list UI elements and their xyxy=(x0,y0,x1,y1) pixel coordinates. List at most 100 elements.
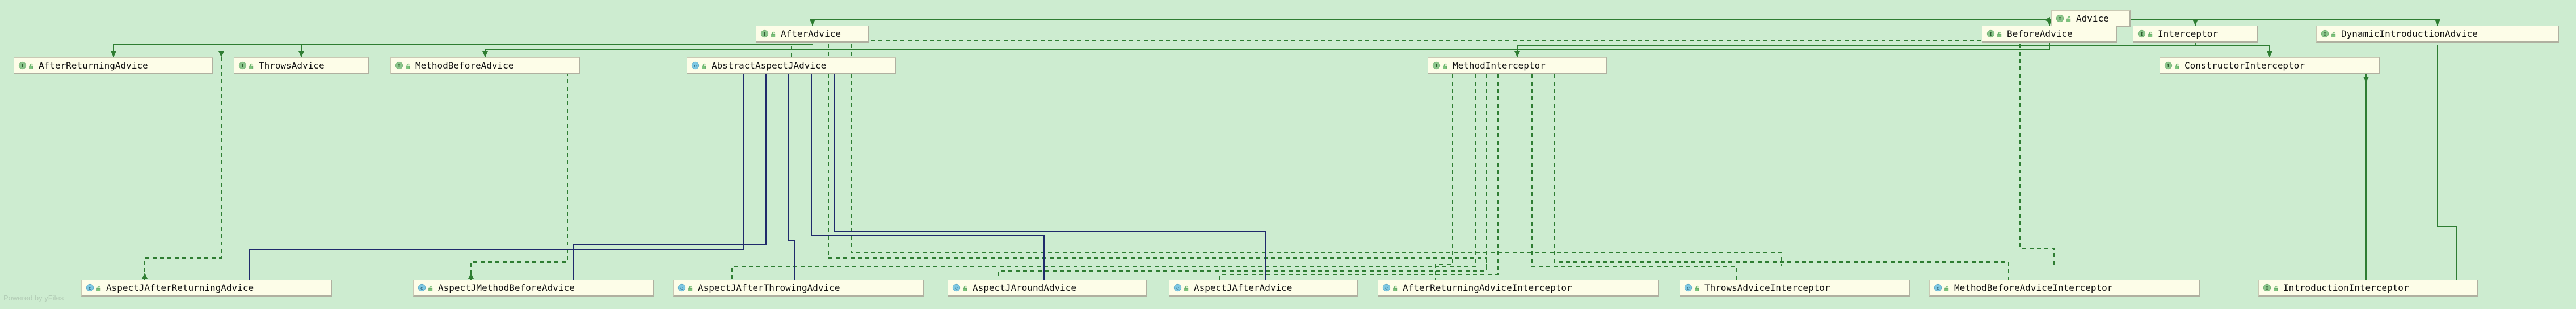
unlock-icon xyxy=(95,284,103,291)
unlock-icon xyxy=(2330,30,2338,37)
svg-text:c: c xyxy=(1687,286,1690,291)
svg-text:I: I xyxy=(1436,64,1438,69)
node-label: ThrowsAdvice xyxy=(259,60,325,71)
interface-icon: I xyxy=(1432,61,1441,70)
svg-text:c: c xyxy=(680,286,683,291)
unlock-icon xyxy=(962,284,969,291)
node-beforeAdvice[interactable]: I BeforeAdvice xyxy=(1982,26,2117,43)
class-icon: c xyxy=(1684,283,1693,292)
svg-text:I: I xyxy=(2266,286,2268,291)
svg-text:I: I xyxy=(1990,32,1992,37)
node-label: AfterReturningAdviceInterceptor xyxy=(1403,282,1572,293)
node-label: MethodBeforeAdvice xyxy=(415,60,514,71)
unlock-icon xyxy=(1996,30,2003,37)
node-afterReturningAdvice[interactable]: I AfterReturningAdvice xyxy=(14,57,213,74)
node-label: DynamicIntroductionAdvice xyxy=(2341,28,2478,39)
unlock-icon xyxy=(1943,284,1951,291)
node-label: AspectJAfterAdvice xyxy=(1194,282,1293,293)
svg-text:I: I xyxy=(22,64,24,69)
bottom-arrowheads xyxy=(2363,77,2369,83)
watermark: Powered by yFiles xyxy=(3,294,64,302)
node-label: MethodBeforeAdviceInterceptor xyxy=(1954,282,2113,293)
node-label: AspectJMethodBeforeAdvice xyxy=(438,282,575,293)
class-icon: c xyxy=(86,283,94,292)
node-aspectJAfterReturningAdvice[interactable]: c AspectJAfterReturningAdvice xyxy=(81,280,332,297)
class-icon: c xyxy=(1173,283,1182,292)
node-aspectJAroundAdvice[interactable]: c AspectJAroundAdvice xyxy=(948,280,1147,297)
svg-text:c: c xyxy=(955,286,958,291)
svg-text:I: I xyxy=(242,64,244,69)
interface-icon: I xyxy=(2056,14,2064,23)
node-dynamicIntroductionAdvice[interactable]: I DynamicIntroductionAdvice xyxy=(2316,26,2559,43)
unlock-icon xyxy=(2272,284,2280,291)
node-introductionInterceptor[interactable]: I IntroductionInterceptor xyxy=(2258,280,2478,297)
node-constructorInterceptor[interactable]: I ConstructorInterceptor xyxy=(2160,57,2380,74)
node-abstractAspectJAdvice[interactable]: c AbstractAspectJAdvice xyxy=(687,57,896,74)
node-label: AfterAdvice xyxy=(781,28,841,39)
svg-text:I: I xyxy=(764,32,766,37)
svg-text:I: I xyxy=(2141,32,2143,37)
node-afterAdvice[interactable]: I AfterAdvice xyxy=(756,26,869,43)
node-afterReturningAdviceInterceptor[interactable]: c AfterReturningAdviceInterceptor xyxy=(1378,280,1659,297)
unlock-icon xyxy=(687,284,694,291)
node-label: AbstractAspectJAdvice xyxy=(712,60,827,71)
interface-icon: I xyxy=(760,29,769,38)
node-interceptor[interactable]: I Interceptor xyxy=(2133,26,2258,43)
unlock-icon xyxy=(405,62,412,69)
svg-text:c: c xyxy=(420,286,423,291)
node-label: AfterReturningAdvice xyxy=(39,60,148,71)
interface-icon: I xyxy=(2137,29,2146,38)
extends-interface-bottom xyxy=(2365,45,2457,280)
node-methodBeforeAdvice[interactable]: I MethodBeforeAdvice xyxy=(390,57,580,74)
node-label: AspectJAroundAdvice xyxy=(973,282,1077,293)
unlock-icon xyxy=(2147,30,2154,37)
node-advice[interactable]: I Advice xyxy=(2051,10,2131,27)
interface-icon: I xyxy=(238,61,247,70)
arrowheads-row3 xyxy=(111,51,2272,57)
unlock-icon xyxy=(770,30,777,37)
interface-icon: I xyxy=(395,61,403,70)
class-icon: c xyxy=(677,283,686,292)
arrowheads-advice xyxy=(810,19,2440,26)
node-label: AspectJAfterThrowingAdvice xyxy=(698,282,840,293)
interface-icon: I xyxy=(1986,29,1995,38)
node-aspectJAfterThrowingAdvice[interactable]: c AspectJAfterThrowingAdvice xyxy=(673,280,924,297)
unlock-icon xyxy=(28,62,35,69)
svg-text:c: c xyxy=(1385,286,1388,291)
class-icon: c xyxy=(691,61,700,70)
unlock-icon xyxy=(701,62,708,69)
node-methodBeforeAdviceInterceptor[interactable]: c MethodBeforeAdviceInterceptor xyxy=(1929,280,2200,297)
node-aspectJAfterAdvice[interactable]: c AspectJAfterAdvice xyxy=(1169,280,1358,297)
interface-icon: I xyxy=(18,61,27,70)
extends-class-edges xyxy=(249,74,1266,280)
class-icon: c xyxy=(418,283,426,292)
unlock-icon xyxy=(248,62,255,69)
node-label: IntroductionInterceptor xyxy=(2283,282,2409,293)
interface-icon: I xyxy=(2321,29,2329,38)
svg-text:c: c xyxy=(1937,286,1939,291)
svg-text:I: I xyxy=(398,64,401,69)
unlock-icon xyxy=(2065,15,2073,22)
unlock-icon xyxy=(2174,62,2181,69)
node-label: Advice xyxy=(2076,12,2109,24)
svg-text:I: I xyxy=(2059,16,2061,22)
node-aspectJMethodBeforeAdvice[interactable]: c AspectJMethodBeforeAdvice xyxy=(413,280,654,297)
interface-icon: I xyxy=(2164,61,2173,70)
unlock-icon xyxy=(427,284,435,291)
edges-row2-to-row3 xyxy=(113,43,2270,57)
class-icon: c xyxy=(1934,283,1942,292)
unlock-icon xyxy=(1392,284,1399,291)
node-label: Interceptor xyxy=(2158,28,2218,39)
node-throwsAdvice[interactable]: I ThrowsAdvice xyxy=(234,57,369,74)
node-label: AspectJAfterReturningAdvice xyxy=(106,282,254,293)
unlock-icon xyxy=(1442,62,1449,69)
unlock-icon xyxy=(1694,284,1701,291)
node-label: ConstructorInterceptor xyxy=(2184,60,2305,71)
svg-text:I: I xyxy=(2324,32,2326,37)
svg-text:c: c xyxy=(89,286,91,291)
node-label: BeforeAdvice xyxy=(2007,28,2073,39)
